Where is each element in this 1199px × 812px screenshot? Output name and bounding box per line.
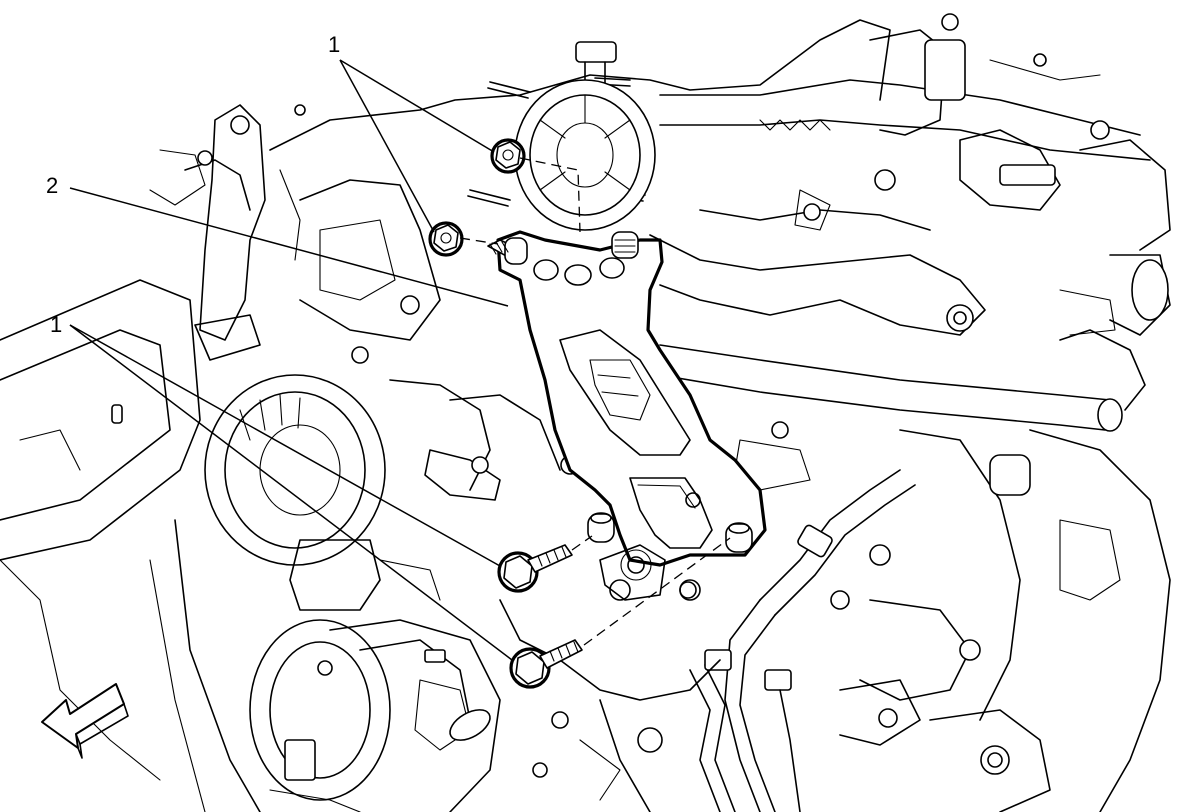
callout-1-top: 1 — [328, 32, 340, 57]
callout-leaders — [69, 59, 513, 661]
front-direction-arrow-icon — [41, 683, 129, 759]
nut-top — [490, 138, 526, 174]
bracket-stud-left — [487, 237, 528, 265]
callout-2-bracket: 2 — [46, 173, 58, 198]
pump-pulley — [514, 79, 656, 231]
bolt-lower-upper — [497, 544, 573, 593]
bolt-lower-lower — [509, 639, 583, 689]
callout-1-bottom: 1 — [50, 312, 62, 337]
bracket-stud-lower-left — [587, 512, 615, 543]
engine-mount-bracket — [496, 230, 767, 601]
background-engine-linework — [0, 13, 1171, 812]
nut-middle — [428, 221, 464, 257]
bracket-stud-lower-right — [725, 522, 753, 553]
alignment-dashed-lines — [459, 157, 731, 646]
bracket-stud-right — [611, 231, 639, 259]
